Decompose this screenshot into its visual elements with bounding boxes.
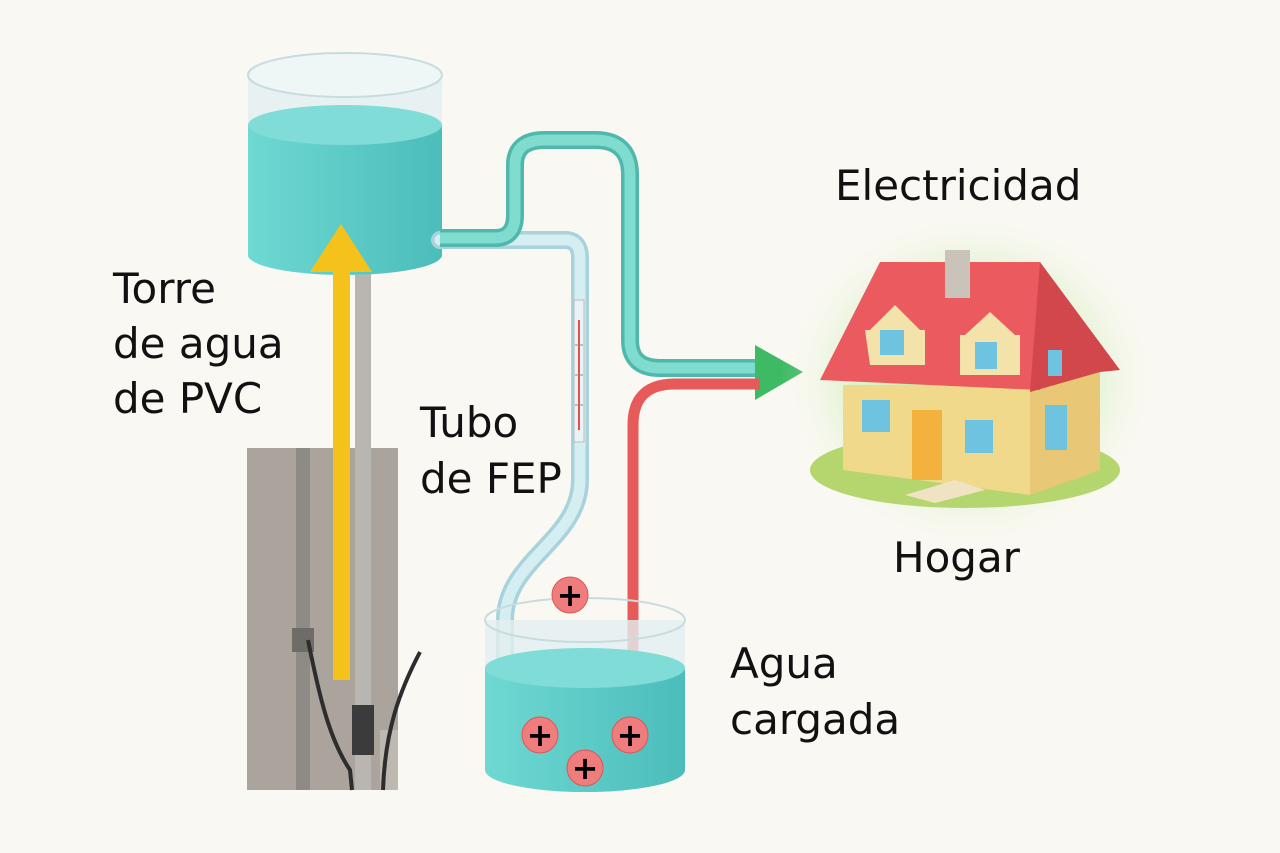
green-arrow-icon [755,345,803,400]
teal-pipe [440,131,765,377]
tower-label-line1: Torre [112,264,216,313]
svg-text:+: + [557,576,584,614]
home-label: Hogar [893,533,1021,582]
red-wire [627,378,760,672]
pole-clamp [352,705,374,755]
tower-label-line3: de PVC [113,374,262,423]
gauge-scale [573,299,585,443]
charged-water-label-line2: cargada [730,695,900,744]
pvc-tower-photo [247,448,422,791]
charge-icons: + + + + [521,576,649,787]
plus-charge-icon: + [566,749,604,787]
yellow-up-arrow-icon [310,224,372,680]
house-icon [810,250,1120,508]
tower-label-line2: de agua [113,319,284,368]
tube-label-line1: Tubo [419,398,518,447]
svg-text:+: + [617,716,644,754]
top-water-tank [247,52,443,275]
electricity-label: Electricidad [835,161,1081,210]
plus-charge-icon: + [611,716,649,754]
tube-label-line2: de FEP [420,454,562,503]
tower-pole [355,250,371,790]
svg-text:+: + [527,716,554,754]
plus-charge-icon: + [551,576,589,614]
svg-text:+: + [572,749,599,787]
charged-water-label-line1: Agua [730,639,838,688]
plus-charge-icon: + [521,716,559,754]
